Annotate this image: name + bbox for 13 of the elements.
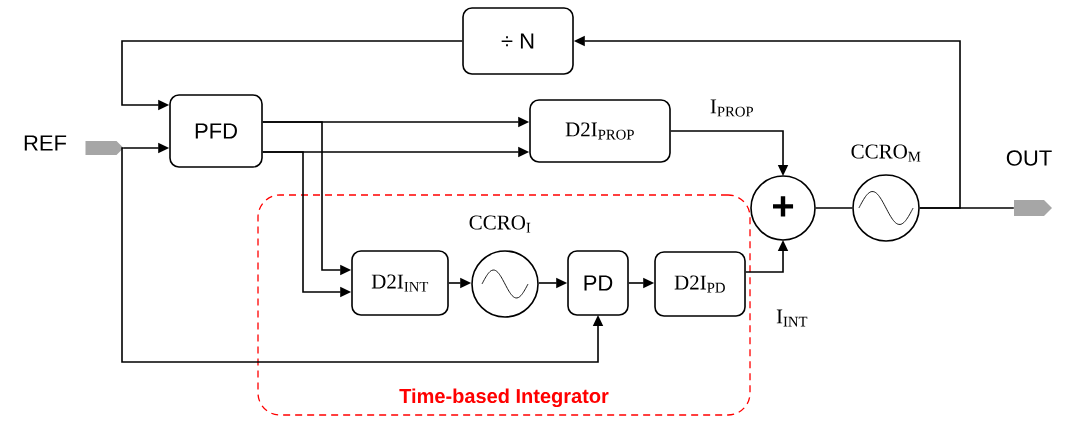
block-box: D2I$_{PROP}$: [529, 99, 671, 163]
block-box: PFD: [169, 94, 263, 168]
node-label: CCRO$_{M}$: [851, 144, 921, 162]
node-label: REF: [24, 135, 67, 151]
block-box: D2I$_{PD}$: [654, 251, 746, 317]
edge-label: I$_{PROP}$: [708, 98, 756, 118]
block-box: ÷ N: [462, 7, 574, 75]
summing-junction: +: [750, 175, 816, 241]
edge-label: I$_{INT}$: [775, 308, 809, 328]
node-label: OUT: [1006, 150, 1052, 166]
block-box: PD: [567, 250, 629, 316]
block-box: D2I$_{INT}$: [351, 250, 449, 316]
node-label: CCRO$_{I}$: [469, 215, 531, 233]
